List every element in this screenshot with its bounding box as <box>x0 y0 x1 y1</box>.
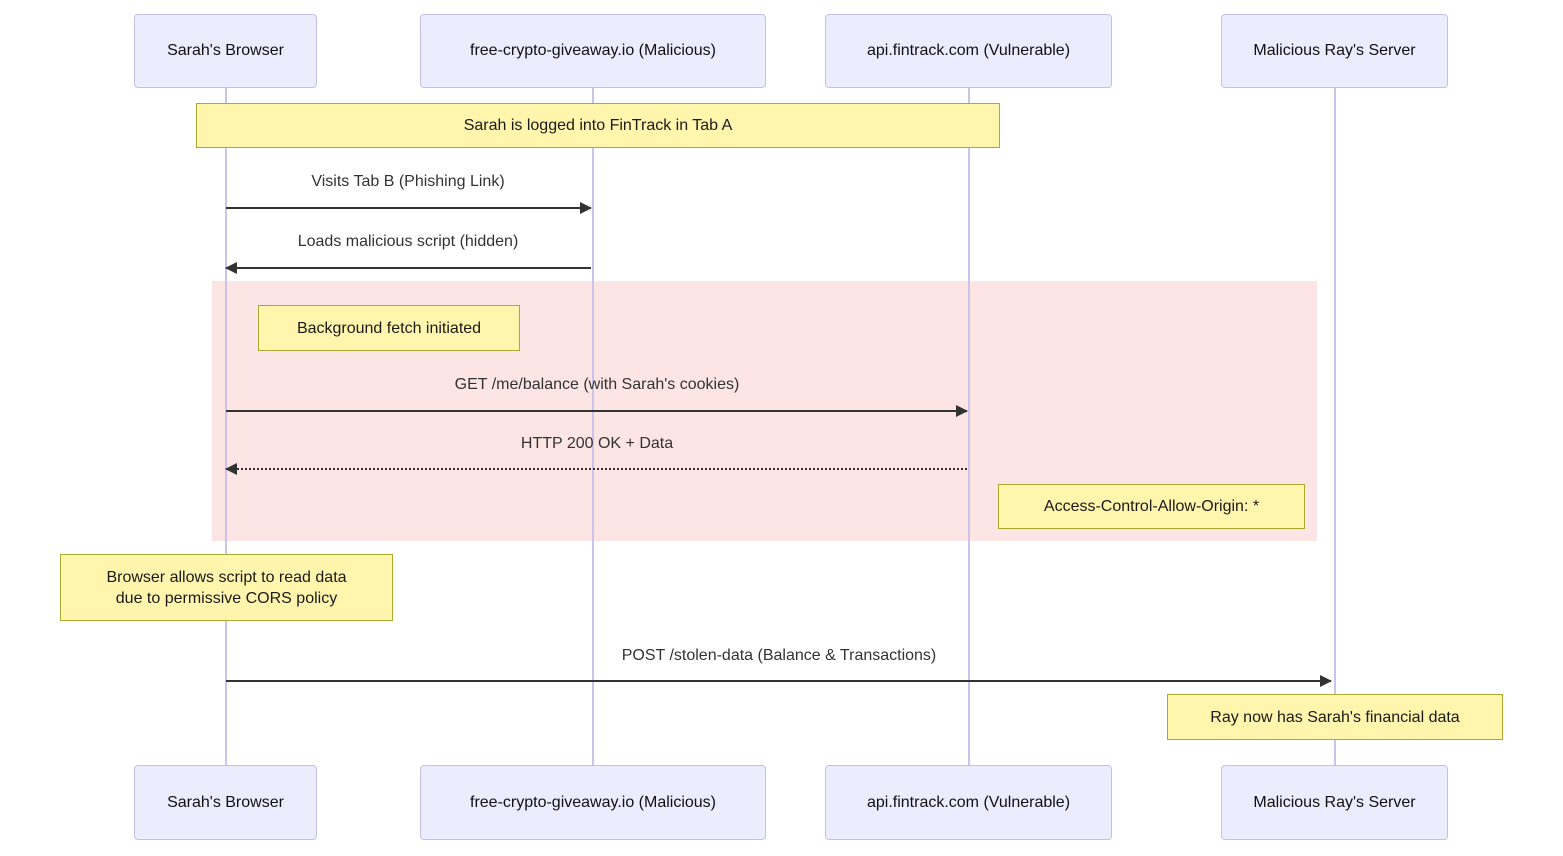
actor-label: Malicious Ray's Server <box>1253 793 1416 811</box>
lifeline-ray-server <box>1334 88 1336 765</box>
arrowhead-icon <box>1320 675 1332 687</box>
actor-label: Malicious Ray's Server <box>1253 42 1416 59</box>
actor-label: free-crypto-giveaway.io (Malicious) <box>470 42 716 59</box>
actor-label: free-crypto-giveaway.io (Malicious) <box>470 793 716 811</box>
actor-malicious-site-bottom: free-crypto-giveaway.io (Malicious) <box>420 765 766 840</box>
actor-browser-top: Sarah's Browser <box>134 14 317 88</box>
actor-label: api.fintrack.com (Vulnerable) <box>866 42 1071 59</box>
lifeline-browser <box>225 88 227 765</box>
lifeline-api <box>968 88 970 765</box>
actor-browser-bottom: Sarah's Browser <box>134 765 317 840</box>
note-text-line2: due to permissive CORS policy <box>115 589 338 607</box>
lifeline-malicious-site <box>592 88 594 765</box>
note-ray-has-data: Ray now has Sarah's financial data <box>1167 694 1503 740</box>
note-text-line1: Browser allows script to read data <box>106 568 347 586</box>
note-text: Sarah is logged into FinTrack in Tab A <box>463 117 733 134</box>
actor-label: api.fintrack.com (Vulnerable) <box>866 793 1071 811</box>
arrowhead-icon <box>956 405 968 417</box>
actor-api-bottom: api.fintrack.com (Vulnerable) <box>825 765 1112 840</box>
actor-ray-server-top: Malicious Ray's Server <box>1221 14 1448 88</box>
note-acao-wildcard: Access-Control-Allow-Origin: * <box>998 484 1305 529</box>
message-arrow-get-balance <box>226 405 968 417</box>
actor-api-top: api.fintrack.com (Vulnerable) <box>825 14 1112 88</box>
actor-ray-server-bottom: Malicious Ray's Server <box>1221 765 1448 840</box>
note-text: Access-Control-Allow-Origin: * <box>1043 498 1260 515</box>
actor-malicious-site-top: free-crypto-giveaway.io (Malicious) <box>420 14 766 88</box>
message-label-post-stolen-data: POST /stolen-data (Balance & Transaction… <box>621 647 937 664</box>
arrowhead-icon <box>225 463 237 475</box>
arrowhead-icon <box>580 202 592 214</box>
message-arrow-post-stolen-data <box>226 675 1332 687</box>
message-label-get-balance: GET /me/balance (with Sarah's cookies) <box>454 376 740 393</box>
arrowhead-icon <box>225 262 237 274</box>
note-text: Background fetch initiated <box>296 319 482 337</box>
note-text: Ray now has Sarah's financial data <box>1210 708 1460 726</box>
actor-label: Sarah's Browser <box>167 793 284 811</box>
message-arrow-http-200 <box>225 463 967 475</box>
message-arrow-visits-tab-b <box>226 202 592 214</box>
message-arrow-loads-script <box>225 262 591 274</box>
actor-label: Sarah's Browser <box>167 42 284 59</box>
note-permissive-cors: Browser allows script to read data due t… <box>60 554 393 621</box>
message-label-http-200: HTTP 200 OK + Data <box>520 435 674 452</box>
message-label-visits-tab-b: Visits Tab B (Phishing Link) <box>311 173 505 190</box>
message-label-loads-script: Loads malicious script (hidden) <box>297 233 519 250</box>
note-logged-in: Sarah is logged into FinTrack in Tab A <box>196 103 1000 148</box>
note-background-fetch: Background fetch initiated <box>258 305 520 351</box>
